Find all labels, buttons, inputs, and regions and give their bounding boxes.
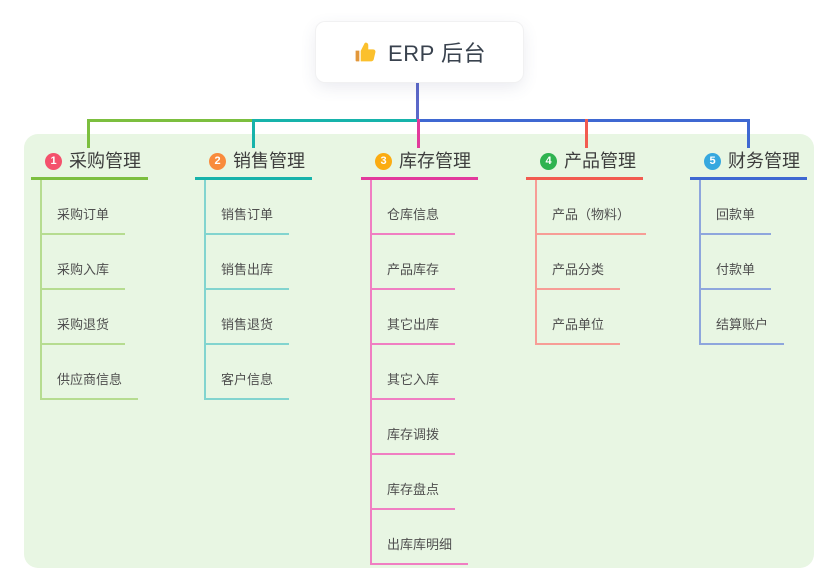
child-node[interactable]: 库存盘点 xyxy=(370,480,456,510)
child-node[interactable]: 付款单 xyxy=(699,260,772,290)
child-node-label: 产品分类 xyxy=(552,262,605,277)
branch-spine-line xyxy=(535,180,537,343)
child-node-label: 产品单位 xyxy=(552,317,605,332)
root-connector-line xyxy=(416,82,419,122)
child-node-label: 销售订单 xyxy=(221,207,274,222)
child-node[interactable]: 出库库明细 xyxy=(370,535,469,565)
connector-rail-segment xyxy=(418,119,749,122)
child-node[interactable]: 产品分类 xyxy=(535,260,621,290)
branch-drop-line xyxy=(87,119,90,148)
child-node-label: 客户信息 xyxy=(221,372,274,387)
child-node-label: 出库库明细 xyxy=(387,537,453,552)
child-node-label: 采购入库 xyxy=(57,262,110,277)
connector-rail-segment xyxy=(253,119,418,122)
branch-number-badge: 2 xyxy=(209,152,226,170)
child-node[interactable]: 其它出库 xyxy=(370,315,456,345)
branch-node-2[interactable]: 2 销售管理 xyxy=(195,150,312,180)
child-node[interactable]: 结算账户 xyxy=(699,315,785,345)
child-node[interactable]: 采购订单 xyxy=(40,205,126,235)
child-node-label: 仓库信息 xyxy=(387,207,440,222)
root-node-label: ERP 后台 xyxy=(388,41,486,66)
child-node[interactable]: 产品单位 xyxy=(535,315,621,345)
child-node[interactable]: 采购退货 xyxy=(40,315,126,345)
child-node-label: 采购订单 xyxy=(57,207,110,222)
child-node-label: 库存盘点 xyxy=(387,482,440,497)
child-node-label: 采购退货 xyxy=(57,317,110,332)
branch-node-5[interactable]: 5 财务管理 xyxy=(690,150,807,180)
root-node[interactable]: ERP 后台 xyxy=(316,22,523,82)
branch-drop-line xyxy=(252,119,255,148)
branch-number-badge: 5 xyxy=(704,152,721,170)
child-node[interactable]: 产品（物料） xyxy=(535,205,647,235)
branch-drop-line xyxy=(417,119,420,148)
branch-drop-line xyxy=(585,119,588,148)
branch-title: 采购管理 xyxy=(69,151,141,171)
child-node[interactable]: 其它入库 xyxy=(370,370,456,400)
child-node-label: 供应商信息 xyxy=(57,372,123,387)
branch-title: 财务管理 xyxy=(728,151,800,171)
branch-title: 产品管理 xyxy=(564,151,636,171)
child-node-label: 其它出库 xyxy=(387,317,440,332)
branch-spine-line xyxy=(699,180,701,343)
branch-node-1[interactable]: 1 采购管理 xyxy=(31,150,148,180)
child-node-label: 库存调拨 xyxy=(387,427,440,442)
child-node-label: 其它入库 xyxy=(387,372,440,387)
child-node-label: 产品（物料） xyxy=(552,207,631,222)
child-node[interactable]: 客户信息 xyxy=(204,370,290,400)
child-node-label: 结算账户 xyxy=(716,317,769,332)
child-node-label: 回款单 xyxy=(716,207,756,222)
child-node[interactable]: 销售出库 xyxy=(204,260,290,290)
branch-number-badge: 1 xyxy=(45,152,62,170)
branch-title: 销售管理 xyxy=(233,151,305,171)
branch-number-badge: 4 xyxy=(540,152,557,170)
child-node-label: 销售退货 xyxy=(221,317,274,332)
branch-number-badge: 3 xyxy=(375,152,392,170)
child-node-label: 产品库存 xyxy=(387,262,440,277)
child-node[interactable]: 销售退货 xyxy=(204,315,290,345)
child-node-label: 付款单 xyxy=(716,262,756,277)
child-node-label: 销售出库 xyxy=(221,262,274,277)
child-node[interactable]: 采购入库 xyxy=(40,260,126,290)
branch-spine-line xyxy=(370,180,372,563)
child-node[interactable]: 库存调拨 xyxy=(370,425,456,455)
thumbs-up-icon xyxy=(355,42,376,61)
child-node[interactable]: 供应商信息 xyxy=(40,370,139,400)
branch-node-3[interactable]: 3 库存管理 xyxy=(361,150,478,180)
child-node[interactable]: 产品库存 xyxy=(370,260,456,290)
branch-drop-line xyxy=(747,119,750,148)
branch-title: 库存管理 xyxy=(399,151,471,171)
branches-panel xyxy=(24,134,814,568)
connector-rail-segment xyxy=(88,119,255,122)
child-node[interactable]: 仓库信息 xyxy=(370,205,456,235)
child-node[interactable]: 销售订单 xyxy=(204,205,290,235)
child-node[interactable]: 回款单 xyxy=(699,205,772,235)
branch-node-4[interactable]: 4 产品管理 xyxy=(526,150,643,180)
